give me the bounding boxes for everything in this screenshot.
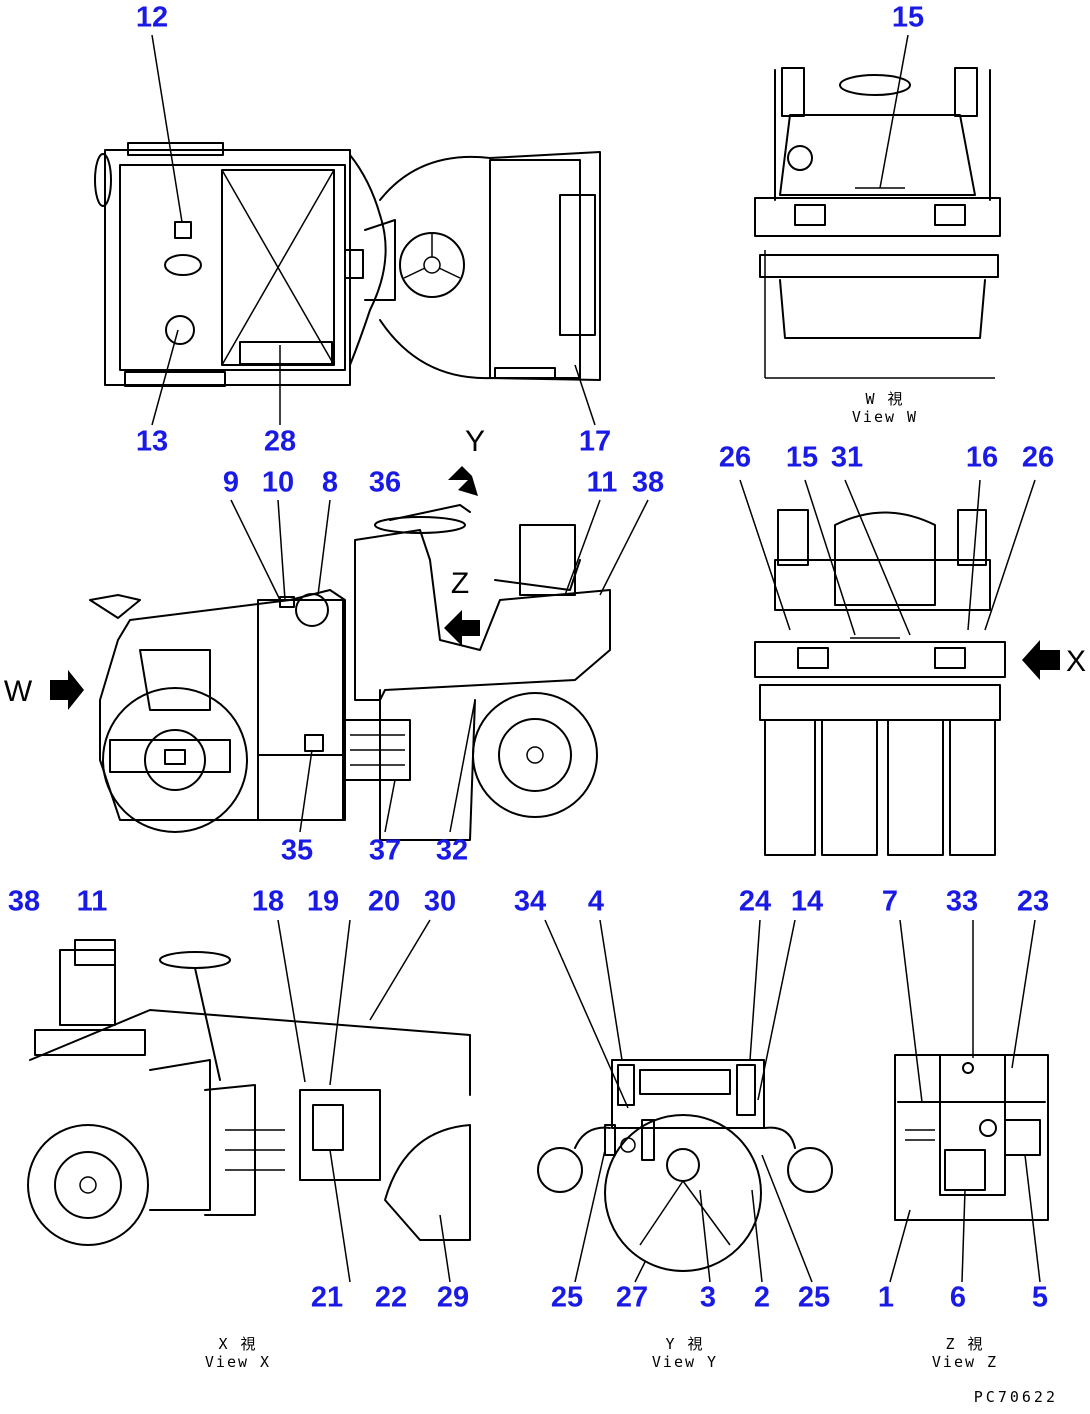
callout-36: 36: [368, 466, 402, 499]
callout-34: 34: [513, 885, 547, 918]
callout-16: 16: [965, 441, 999, 474]
callout-7: 7: [881, 885, 899, 918]
callout-21: 21: [310, 1281, 344, 1314]
view-w-caption-en: View W: [851, 408, 919, 426]
view-z-caption: Z 視 View Z: [932, 1335, 998, 1371]
callout-37: 37: [368, 834, 402, 867]
diagram-code: PC70622: [973, 1388, 1058, 1406]
callout-19: 19: [306, 885, 340, 918]
callout-12: 12: [135, 1, 169, 34]
view-x-caption: X 視 View X: [205, 1335, 271, 1371]
callout-38-view-x: 38: [7, 885, 41, 918]
callout-25-left: 25: [550, 1281, 584, 1314]
callout-18: 18: [251, 885, 285, 918]
arrow-label-x: X: [1065, 645, 1087, 678]
callout-31: 31: [830, 441, 864, 474]
leader-lines: [151, 34, 1041, 1283]
arrow-y-icon: [448, 466, 478, 496]
arrow-label-z: Z: [450, 567, 470, 600]
callout-38: 38: [631, 466, 665, 499]
callout-27: 27: [615, 1281, 649, 1314]
view-y-drawing: [537, 1059, 833, 1272]
view-x-caption-jp: X 視: [218, 1335, 258, 1353]
callout-15-rear: 15: [785, 441, 819, 474]
view-x-caption-en: View X: [204, 1353, 272, 1371]
callout-35: 35: [280, 834, 314, 867]
arrow-x-icon: [1022, 640, 1060, 680]
callout-33: 33: [945, 885, 979, 918]
callout-14: 14: [790, 885, 824, 918]
rear-view-drawing: [754, 509, 1006, 856]
arrow-z-icon: [444, 610, 480, 646]
callout-28: 28: [263, 425, 297, 458]
view-y-caption-en: View Y: [651, 1353, 719, 1371]
callout-9: 9: [222, 466, 240, 499]
callout-26-left: 26: [718, 441, 752, 474]
callout-13: 13: [135, 425, 169, 458]
callout-15-view-w: 15: [891, 1, 925, 34]
arrow-label-w: W: [3, 675, 33, 708]
view-z-caption-en: View Z: [931, 1353, 999, 1371]
callout-30: 30: [423, 885, 457, 918]
callout-11: 11: [586, 466, 618, 499]
callout-5: 5: [1031, 1281, 1049, 1314]
callout-29: 29: [436, 1281, 470, 1314]
callout-1: 1: [877, 1281, 895, 1314]
callout-22: 22: [374, 1281, 408, 1314]
top-view-drawing: [94, 142, 601, 387]
view-w-drawing: [754, 67, 1001, 379]
side-view-drawing: [89, 504, 611, 841]
view-x-drawing: [27, 939, 471, 1246]
view-w-caption: W 視 View W: [852, 390, 918, 426]
view-w-caption-jp: W 視: [865, 390, 905, 408]
callout-25-right: 25: [797, 1281, 831, 1314]
view-arrows: [50, 466, 1060, 710]
callout-26-right: 26: [1021, 441, 1055, 474]
callout-8: 8: [321, 466, 339, 499]
callout-24: 24: [738, 885, 772, 918]
arrow-w-icon: [50, 670, 84, 710]
callout-23: 23: [1016, 885, 1050, 918]
callout-11-view-x: 11: [76, 885, 108, 918]
callout-4: 4: [587, 885, 605, 918]
callout-6: 6: [949, 1281, 967, 1314]
view-z-caption-jp: Z 視: [945, 1335, 985, 1353]
callout-32: 32: [435, 834, 469, 867]
view-y-caption: Y 視 View Y: [652, 1335, 718, 1371]
view-y-caption-jp: Y 視: [665, 1335, 705, 1353]
callout-3: 3: [699, 1281, 717, 1314]
callout-2: 2: [753, 1281, 771, 1314]
arrow-label-y: Y: [464, 425, 486, 458]
callout-17: 17: [578, 425, 612, 458]
callout-10: 10: [261, 466, 295, 499]
callout-20: 20: [367, 885, 401, 918]
view-z-drawing: [894, 1054, 1049, 1221]
